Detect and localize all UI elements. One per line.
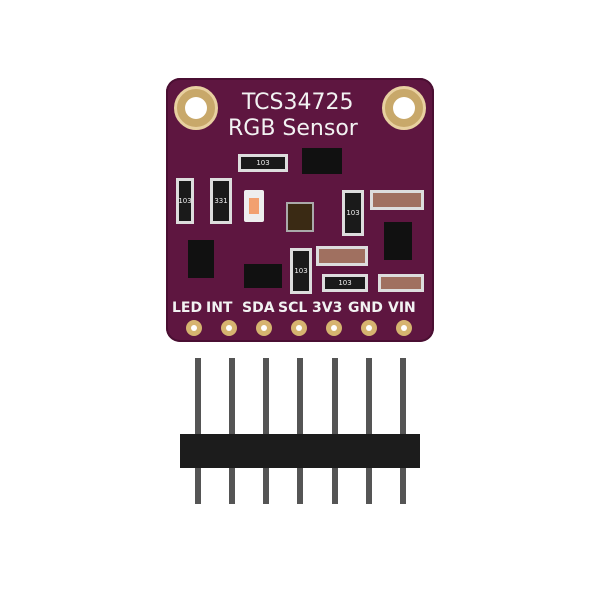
capacitor (370, 190, 424, 210)
pin-label-vin: VIN (388, 300, 416, 316)
header-pin (400, 358, 406, 504)
pin-label-sda: SDA (242, 300, 275, 316)
pin-label-3v3: 3V3 (312, 300, 343, 316)
pin-label-scl: SCL (278, 300, 308, 316)
pin-label-int: INT (206, 300, 233, 316)
capacitor (316, 246, 368, 266)
pin-pad (326, 320, 342, 336)
pin-label-led: LED (172, 300, 203, 316)
sensor-board: TCS34725 RGB Sensor 103 103 331 103 103 … (166, 78, 434, 342)
rgb-sensor-chip (286, 202, 314, 232)
transistor (302, 148, 342, 174)
header-plastic-block (180, 434, 420, 468)
mount-hole-left (174, 86, 218, 130)
resistor: 103 (176, 178, 194, 224)
mount-hole-right (382, 86, 426, 130)
board-subtitle: RGB Sensor (228, 116, 358, 141)
pin-pad (186, 320, 202, 336)
pin-pad (221, 320, 237, 336)
header-pin (195, 358, 201, 504)
header-pin (366, 358, 372, 504)
resistor: 103 (322, 274, 368, 292)
pin-label-gnd: GND (348, 300, 383, 316)
transistor (188, 240, 214, 278)
pin-pad (291, 320, 307, 336)
regulator (384, 222, 412, 260)
resistor: 103 (290, 248, 312, 294)
header-pin (297, 358, 303, 504)
board-title: TCS34725 (242, 90, 354, 115)
resistor: 103 (238, 154, 288, 172)
pin-pad (361, 320, 377, 336)
white-led (244, 190, 264, 222)
header-pin (229, 358, 235, 504)
header-pin (332, 358, 338, 504)
transistor (244, 264, 282, 288)
pin-pad (256, 320, 272, 336)
resistor: 331 (210, 178, 232, 224)
header-pin (263, 358, 269, 504)
pin-pad (396, 320, 412, 336)
capacitor (378, 274, 424, 292)
resistor: 103 (342, 190, 364, 236)
